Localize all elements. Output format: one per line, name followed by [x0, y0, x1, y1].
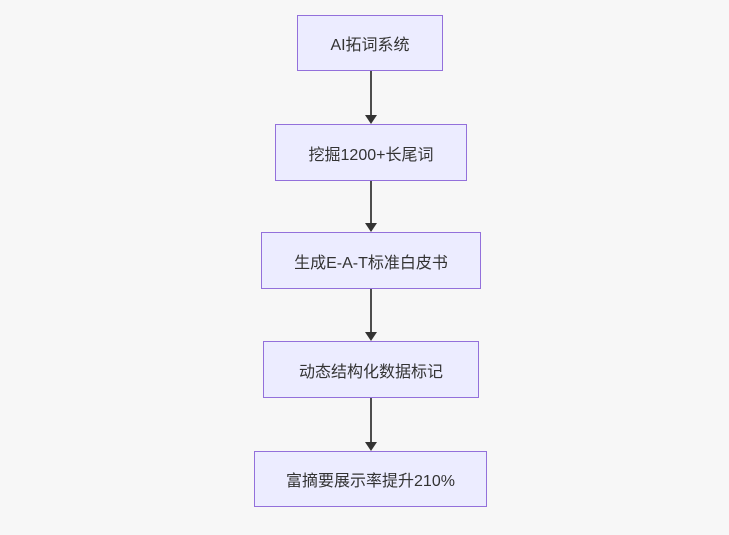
edge-line — [369, 181, 372, 225]
flow-node-label: 生成E-A-T标准白皮书 — [294, 254, 448, 272]
flow-edge-3 — [364, 289, 377, 341]
flow-node-structured-data: 动态结构化数据标记 — [263, 341, 479, 398]
flow-edge-4 — [364, 398, 377, 451]
arrowhead-down-icon — [364, 115, 377, 124]
flow-node-label: 挖掘1200+长尾词 — [308, 146, 434, 164]
edge-line — [369, 71, 372, 117]
flow-edge-2 — [364, 181, 377, 232]
arrowhead-down-icon — [364, 442, 377, 451]
edge-line — [369, 398, 372, 444]
flow-node-ai-word-system: AI拓词系统 — [297, 15, 443, 71]
flow-node-eat-whitepaper: 生成E-A-T标准白皮书 — [261, 232, 481, 289]
flow-node-label: AI拓词系统 — [330, 37, 410, 54]
flow-node-label: 富摘要展示率提升210% — [286, 473, 455, 490]
flow-node-label: 动态结构化数据标记 — [298, 363, 443, 381]
flow-node-rich-snippet-result: 富摘要展示率提升210% — [254, 451, 487, 507]
arrowhead-down-icon — [364, 332, 377, 341]
edge-line — [369, 289, 372, 334]
flow-node-longtail-mining: 挖掘1200+长尾词 — [275, 124, 467, 181]
arrowhead-down-icon — [364, 223, 377, 232]
flow-edge-1 — [364, 71, 377, 124]
